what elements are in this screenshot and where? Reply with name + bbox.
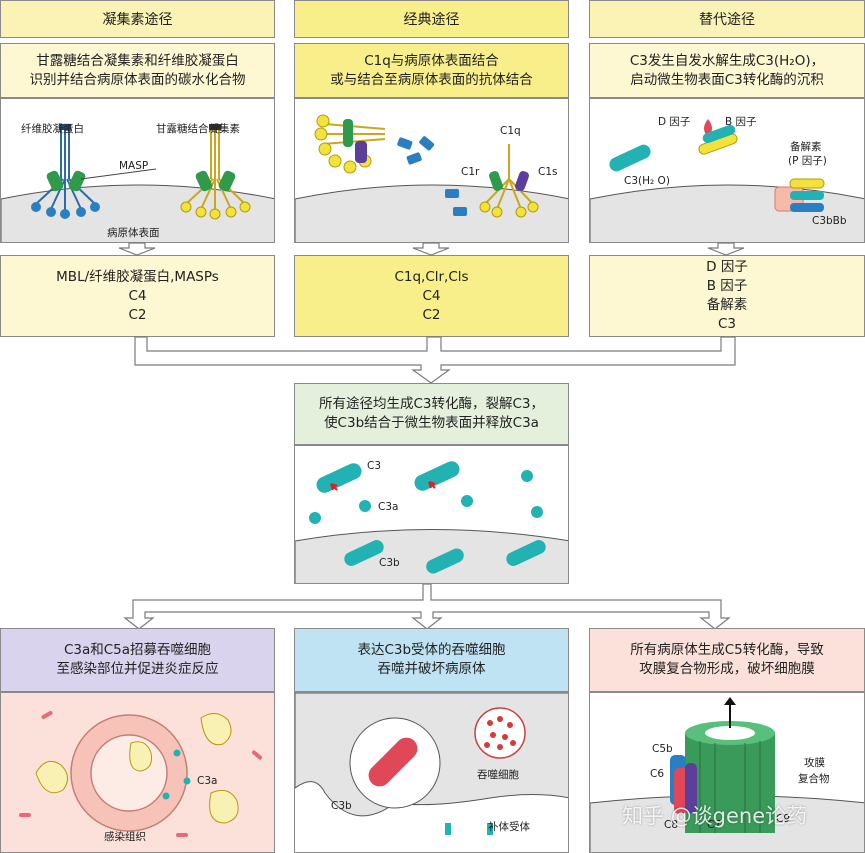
lectin-desc-line1: 甘露糖结合凝集素和纤维胶凝蛋白 xyxy=(36,52,239,69)
phagocyte-label: 吞噬细胞 xyxy=(477,769,519,781)
lectin-title: 凝集素途径 xyxy=(102,12,173,28)
properdin-p-label: (P 因子) xyxy=(788,155,827,167)
inflammation-c3a-label: C3a xyxy=(197,775,218,787)
center-c3-label: C3 xyxy=(367,460,382,472)
factor-b-label: B 因子 xyxy=(725,116,757,128)
c5b-label: C5b xyxy=(652,743,673,755)
c1q-label: C1q xyxy=(500,125,521,137)
classical-component: C2 xyxy=(422,306,441,323)
phagocytosis-desc-line1: 表达C3b受体的吞噬细胞 xyxy=(357,642,506,658)
mac-illustration: C5b C6 C8 C7 C9 攻膜 复合物 xyxy=(589,692,865,853)
lectin-description: 甘露糖结合凝集素和纤维胶凝蛋白 识别并结合病原体表面的碳水化合物 xyxy=(0,43,275,98)
alternative-component: B 因子 xyxy=(706,278,748,294)
c6-label: C6 xyxy=(650,768,665,780)
alternative-component: 备解素 xyxy=(706,297,748,313)
c3bbb-label: C3bBb xyxy=(812,215,847,227)
lectin-components: MBL/纤维胶凝蛋白,MASPs C4 C2 xyxy=(0,255,275,337)
mac-description: 所有病原体生成C5转化酶，导致 攻膜复合物形成，破坏细胞膜 xyxy=(589,628,865,692)
alternative-header: 替代途径 xyxy=(589,0,865,38)
inflammation-illustration: C3a 感染组织 xyxy=(0,692,275,853)
center-illustration: C3 C3a C3b xyxy=(294,445,569,584)
classical-component: C4 xyxy=(422,287,441,304)
lectin-component: C4 xyxy=(128,287,147,304)
center-c3a-label: C3a xyxy=(378,501,399,513)
alternative-title: 替代途径 xyxy=(699,12,755,28)
mbl-label: 甘露糖结合凝集素 xyxy=(156,123,240,135)
classical-illustration: C1q C1r C1s xyxy=(294,98,569,243)
classical-desc-line1: C1q与病原体表面结合 xyxy=(364,52,499,69)
alternative-component: C3 xyxy=(717,316,736,332)
center-description: 所有途径均生成C3转化酶，裂解C3， 使C3b结合于微生物表面并释放C3a xyxy=(294,383,569,445)
c8-label: C8 xyxy=(664,819,679,831)
inflammation-desc-line1: C3a和C5a招募吞噬细胞 xyxy=(63,642,212,658)
phagocytosis-description: 表达C3b受体的吞噬细胞 吞噬并破坏病原体 xyxy=(294,628,569,692)
alternative-desc-line2: 启动微生物表面C3转化酶的沉积 xyxy=(630,71,824,88)
mac-label-line1: 攻膜 xyxy=(804,757,825,769)
classical-desc-line2: 或与结合至病原体表面的抗体结合 xyxy=(330,71,533,88)
factor-d-label: D 因子 xyxy=(658,116,691,128)
inflammation-description: C3a和C5a招募吞噬细胞 至感染部位并促进炎症反应 xyxy=(0,628,275,692)
phagocytosis-c3b-label: C3b xyxy=(331,800,352,812)
c3h2o-label: C3(H₂ O) xyxy=(624,175,670,187)
pathogen-surface-label: 病原体表面 xyxy=(107,227,160,239)
masp-label: MASP xyxy=(119,160,149,172)
watermark: 知乎 @谈gene论药 xyxy=(622,804,808,828)
center-c3b-label: C3b xyxy=(379,557,400,569)
c7-label: C7 xyxy=(707,819,722,831)
classical-header: 经典途径 xyxy=(294,0,569,38)
properdin-label: 备解素 xyxy=(790,141,822,153)
classical-description: C1q与病原体表面结合 或与结合至病原体表面的抗体结合 xyxy=(294,43,569,98)
c9-label: C9 xyxy=(776,813,791,825)
alternative-desc-line1: C3发生自发水解生成C3(H₂O)， xyxy=(629,52,825,69)
classical-component: C1q,Clr,Cls xyxy=(394,268,469,285)
alternative-illustration: D 因子 B 因子 备解素 (P 因子) C3(H₂ O) C3bBb xyxy=(589,98,865,243)
alternative-components: D 因子 B 因子 备解素 C3 xyxy=(589,255,865,337)
c1s-label: C1s xyxy=(538,166,558,178)
lectin-header: 凝集素途径 xyxy=(0,0,275,38)
complement-receptor-label: 补体受体 xyxy=(488,821,530,833)
lectin-desc-line2: 识别并结合病原体表面的碳水化合物 xyxy=(29,71,246,88)
ficolin-label: 纤维胶凝蛋白 xyxy=(21,123,84,135)
c1r-label: C1r xyxy=(461,166,480,178)
infected-tissue-label: 感染组织 xyxy=(104,831,146,843)
lectin-component: MBL/纤维胶凝蛋白,MASPs xyxy=(56,268,219,285)
phagocytosis-desc-line2: 吞噬并破坏病原体 xyxy=(377,661,486,677)
classical-components: C1q,Clr,Cls C4 C2 xyxy=(294,255,569,337)
classical-title: 经典途径 xyxy=(403,12,460,28)
lectin-illustration: 纤维胶凝蛋白 甘露糖结合凝集素 MASP 病原体表面 xyxy=(0,98,275,243)
phagocytosis-illustration: 吞噬细胞 C3b 补体受体 xyxy=(294,692,569,853)
mac-desc-line1: 所有病原体生成C5转化酶，导致 xyxy=(630,642,824,658)
inflammation-desc-line2: 至感染部位并促进炎症反应 xyxy=(56,661,219,677)
mac-desc-line2: 攻膜复合物形成，破坏细胞膜 xyxy=(639,661,815,677)
lectin-component: C2 xyxy=(128,306,147,323)
center-desc-line2: 使C3b结合于微生物表面并释放C3a xyxy=(324,415,539,431)
alternative-description: C3发生自发水解生成C3(H₂O)， 启动微生物表面C3转化酶的沉积 xyxy=(589,43,865,98)
alternative-component: D 因子 xyxy=(706,259,748,275)
mac-label-line2: 复合物 xyxy=(798,773,830,785)
center-desc-line1: 所有途径均生成C3转化酶，裂解C3， xyxy=(318,396,545,412)
